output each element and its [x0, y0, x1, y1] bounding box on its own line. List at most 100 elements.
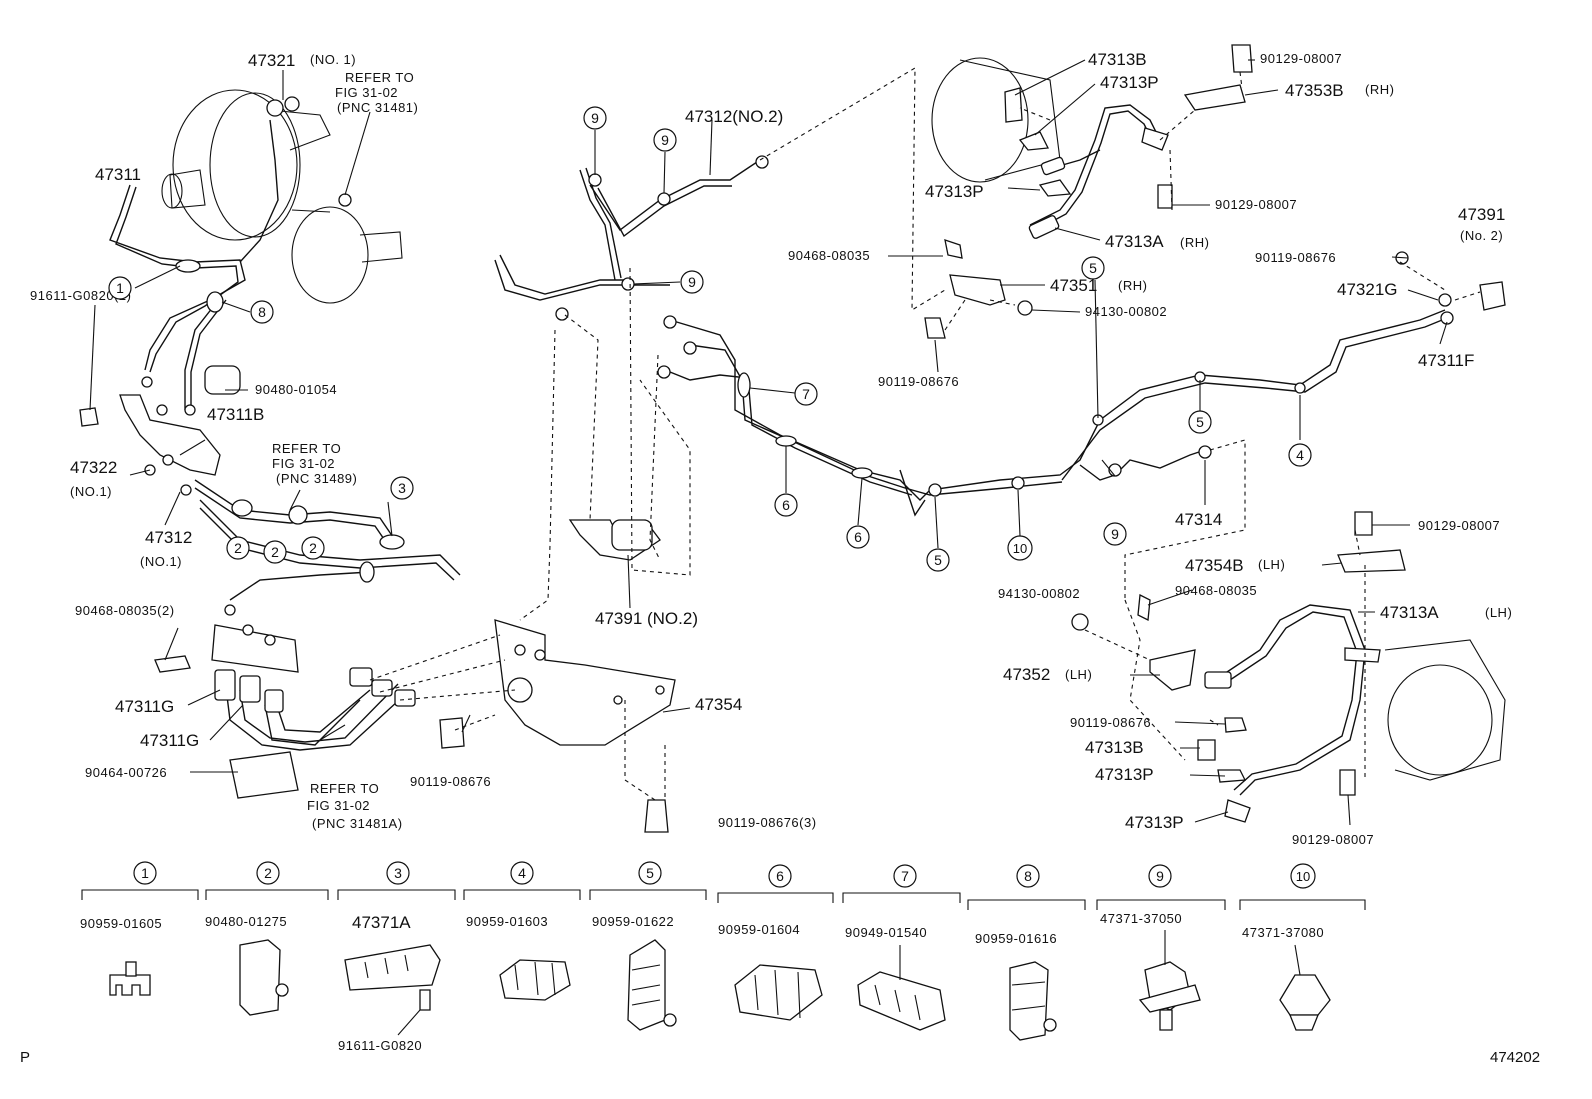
- label-94130-00802-a: 94130-00802: [1085, 304, 1167, 319]
- callout-3: 3: [390, 476, 414, 500]
- svg-text:2: 2: [271, 544, 279, 560]
- label-90480-01054: 90480-01054: [255, 382, 337, 397]
- callout-6a: 6: [774, 493, 798, 517]
- label-90129-08007-d: 90129-08007: [1292, 832, 1374, 847]
- svg-text:3: 3: [394, 865, 402, 881]
- legend-item-5: 5 90959-01622: [589, 861, 707, 1031]
- label-47312-no1: 47312: [145, 528, 192, 547]
- svg-text:8: 8: [258, 304, 266, 320]
- label-47313p-3: 47313P: [1095, 765, 1154, 784]
- lower-left-tube-assembly: [154, 604, 465, 799]
- svg-text:4: 4: [1296, 447, 1304, 463]
- center-bracket-47354: [494, 619, 676, 833]
- label-47353b: 47353B: [1285, 81, 1344, 100]
- footer-left-mark: P: [20, 1049, 30, 1066]
- legend-item-6: 6 90959-01604: [717, 864, 834, 1021]
- label-47313p-2: 47313P: [925, 182, 984, 201]
- dashed-guides: [369, 67, 1481, 801]
- ref-note-2-line1: REFER TO: [272, 441, 341, 456]
- label-47313a-lh-qualifier: (LH): [1485, 605, 1512, 620]
- label-47313p-1: 47313P: [1100, 73, 1159, 92]
- svg-text:2: 2: [234, 540, 242, 556]
- callout-9a: 9: [583, 106, 607, 130]
- callout-2a: 2: [226, 536, 250, 560]
- svg-text:10: 10: [1296, 869, 1310, 884]
- ref-note-2-line3: (PNC 31489): [276, 471, 357, 486]
- label-47311f: 47311F: [1418, 351, 1474, 370]
- label-91611-g0820-2: 91611-G0820(2): [30, 288, 131, 303]
- label-90119-08676-c: 90119-08676: [878, 374, 959, 389]
- svg-text:5: 5: [934, 552, 942, 568]
- legend-part-8: 90959-01616: [975, 931, 1057, 946]
- label-47391: 47391: [1458, 205, 1505, 224]
- svg-text:7: 7: [901, 868, 909, 884]
- label-47314: 47314: [1175, 510, 1222, 529]
- callout-circles: 1 2 2 2 3 4 5 5 5 6 6 7 8 9 9 9 9 10: [108, 106, 1312, 572]
- callout-9c: 9: [680, 270, 704, 294]
- label-47354: 47354: [695, 695, 742, 714]
- leader-lines: [89, 59, 1448, 826]
- ref-note-3-line3: (PNC 31481A): [312, 816, 403, 831]
- callout-4: 4: [1288, 443, 1312, 467]
- clamp-legend: 1 90959-01605 2 90480-01275 3 47371A 916…: [80, 861, 1366, 1053]
- svg-text:7: 7: [802, 386, 810, 402]
- callout-7: 7: [794, 382, 818, 406]
- callout-8: 8: [250, 300, 274, 324]
- ref-note-1-line1: REFER TO: [345, 70, 414, 85]
- rh-bracket-47391-no2: [1395, 251, 1506, 325]
- legend-part-3: 47371A: [352, 913, 411, 932]
- legend-part-2: 90480-01275: [205, 914, 287, 929]
- callout-9d: 9: [1103, 522, 1127, 546]
- ref-note-3-line2: FIG 31-02: [307, 798, 370, 813]
- svg-text:6: 6: [854, 529, 862, 545]
- label-47322-qualifier: (NO.1): [70, 484, 112, 499]
- label-47351-qualifier: (RH): [1118, 278, 1147, 293]
- svg-text:10: 10: [1013, 541, 1027, 556]
- part-labels: 47321 (NO. 1) REFER TO FIG 31-02 (PNC 31…: [30, 50, 1512, 847]
- legend-item-1: 1 90959-01605: [80, 861, 199, 996]
- ref-note-2-line2: FIG 31-02: [272, 456, 335, 471]
- label-47322: 47322: [70, 458, 117, 477]
- legend-part-5: 90959-01622: [592, 914, 674, 929]
- callout-5b: 5: [1188, 410, 1212, 434]
- callout-5a: 5: [1081, 256, 1105, 280]
- label-90119-08676-3: 90119-08676(3): [718, 815, 817, 830]
- svg-text:1: 1: [141, 865, 149, 881]
- svg-text:9: 9: [591, 110, 599, 126]
- label-47311g-1: 47311G: [115, 697, 174, 716]
- label-47352: 47352: [1003, 665, 1050, 684]
- label-90468-08035-c: 90468-08035: [1175, 583, 1257, 598]
- legend-item-4: 4 90959-01603: [463, 861, 581, 1001]
- label-90468-08035-b: 90468-08035: [788, 248, 870, 263]
- label-47313b-1: 47313B: [1088, 50, 1147, 69]
- label-90119-08676-a: 90119-08676: [410, 774, 491, 789]
- label-47354b: 47354B: [1185, 556, 1244, 575]
- label-47311: 47311: [95, 165, 141, 184]
- label-90468-08035-2: 90468-08035(2): [75, 603, 175, 618]
- callout-10: 10: [1007, 535, 1033, 561]
- callout-1: 1: [108, 276, 132, 300]
- legend-item-3: 3 47371A 91611-G0820: [337, 861, 456, 1053]
- label-47313a-lh: 47313A: [1380, 603, 1439, 622]
- label-90129-08007-c: 90129-08007: [1418, 518, 1500, 533]
- label-47321: 47321: [248, 51, 295, 70]
- label-47321g: 47321G: [1337, 280, 1398, 299]
- upper-left-brake-tubes: [109, 96, 461, 601]
- legend-part-6: 90959-01604: [718, 922, 800, 937]
- svg-text:6: 6: [782, 497, 790, 513]
- label-47353b-qualifier: (RH): [1365, 82, 1394, 97]
- label-47352-qualifier: (LH): [1065, 667, 1092, 682]
- center-bracket-47391: [568, 519, 661, 561]
- legend-part-3-extra: 91611-G0820: [338, 1038, 422, 1053]
- label-47313p-4: 47313P: [1125, 813, 1184, 832]
- label-47312-no2: 47312(NO.2): [685, 107, 783, 126]
- svg-text:1: 1: [116, 280, 124, 296]
- legend-part-10: 47371-37080: [1242, 925, 1324, 940]
- legend-item-8: 8 90959-01616: [967, 864, 1086, 1041]
- legend-part-9: 47371-37050: [1100, 911, 1182, 926]
- callout-5c: 5: [926, 548, 950, 572]
- svg-text:6: 6: [776, 868, 784, 884]
- svg-text:9: 9: [688, 274, 696, 290]
- label-47391-qualifier: (No. 2): [1460, 228, 1503, 243]
